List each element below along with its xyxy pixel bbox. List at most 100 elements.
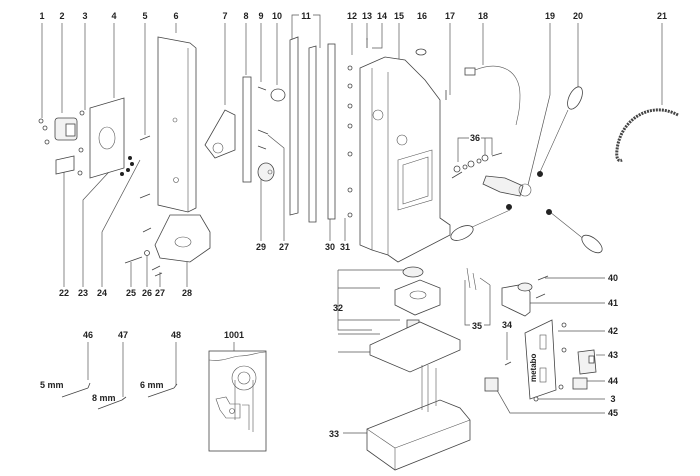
callout-5: 5 (142, 11, 147, 21)
callout-7: 7 (222, 11, 227, 21)
callout-22: 22 (59, 288, 69, 298)
hex-key-size-5mm: 5 mm (40, 380, 64, 390)
callout-42: 42 (608, 326, 618, 336)
part-35-brackets (466, 267, 491, 291)
callout-35: 35 (472, 321, 482, 331)
callout-1: 1 (39, 11, 44, 21)
callout-20: 20 (573, 11, 583, 21)
callout-43: 43 (608, 350, 618, 360)
callout-14: 14 (377, 11, 387, 21)
part-11-strip-a (289, 36, 299, 216)
callout-13: 13 (362, 11, 372, 21)
part-11-strip-b (308, 45, 317, 223)
callout-46: 46 (83, 330, 93, 340)
part-48-hex-key (147, 383, 178, 398)
part-30-gear-rack (327, 43, 336, 220)
part-21-safety-chain (615, 108, 679, 162)
callout-19: 19 (545, 11, 555, 21)
part-23-24-nuts (120, 156, 134, 176)
callout-28: 28 (182, 288, 192, 298)
part-28-bracket-base (154, 214, 211, 263)
part-15-main-housing (359, 56, 451, 263)
part-3-screw-b (533, 396, 539, 402)
part-22-label-plate (55, 155, 75, 175)
callout-48: 48 (171, 330, 181, 340)
callout-25: 25 (126, 288, 136, 298)
callout-8: 8 (243, 11, 248, 21)
part-16-nut (415, 48, 427, 56)
callout-47: 47 (118, 330, 128, 340)
callout-6: 6 (173, 11, 178, 21)
callout-1001: 1001 (224, 330, 244, 340)
callout-45: 45 (608, 408, 618, 418)
part-17-grommet (445, 90, 463, 179)
part-41-screw (535, 293, 546, 299)
callout-3: 3 (82, 11, 87, 21)
hex-key-size-6mm: 6 mm (140, 380, 164, 390)
part-9-screw (257, 86, 267, 91)
part-18-power-cord (464, 65, 521, 126)
callout-2: 2 (59, 11, 64, 21)
part-32-base-plate-assembly (369, 266, 461, 373)
part-42-screw-c (558, 384, 564, 390)
callout-11: 11 (301, 11, 311, 21)
callout-labels: 1 2 3 4 5 6 7 8 9 10 11 12 13 14 15 16 1… (39, 11, 667, 439)
callout-21: 21 (657, 11, 667, 21)
part-43-switch (577, 349, 597, 375)
callout-15: 15 (394, 11, 404, 21)
brand-logo-metabo: metabo (529, 353, 538, 382)
part-27-screw-d (154, 272, 163, 277)
part-10-washer (270, 88, 286, 102)
part-31-screws (347, 65, 353, 218)
callout-33: 33 (329, 429, 339, 439)
part-42-screw-b (561, 347, 567, 353)
callout-30: 30 (325, 242, 335, 252)
part-20-handles (450, 86, 603, 254)
part-1-screws (38, 118, 50, 145)
callout-31: 31 (340, 242, 350, 252)
part-25-screw (124, 256, 143, 264)
callout-41: 41 (608, 298, 618, 308)
part-6-column-plate (157, 36, 197, 213)
part-42-switch-plate: metabo (524, 319, 557, 400)
callout-44: 44 (608, 376, 618, 386)
callout-9: 9 (258, 11, 263, 21)
part-3-screws (77, 110, 85, 176)
part-44-switch (572, 377, 588, 390)
hex-key-size-8mm: 8 mm (92, 393, 116, 403)
part-29-knob (257, 162, 275, 182)
part-26-pin (144, 250, 150, 256)
callout-23: 23 (78, 288, 88, 298)
callout-4: 4 (111, 11, 116, 21)
part-19-hub (482, 175, 532, 197)
callout-12: 12 (347, 11, 357, 21)
callout-40: 40 (608, 273, 618, 283)
callout-27-a: 27 (155, 288, 165, 298)
part-45-connector (484, 377, 499, 392)
part-27-screw-c (151, 265, 161, 271)
part-5-screws (139, 135, 152, 233)
part-46-hex-key (61, 382, 91, 398)
part-27-screw (257, 129, 269, 135)
callout-27-b: 27 (279, 242, 289, 252)
part-40-screw (537, 275, 549, 281)
callout-24: 24 (97, 288, 107, 298)
callout-29: 29 (256, 242, 266, 252)
callout-3-b: 3 (610, 394, 615, 404)
part-33-base-block (366, 365, 471, 471)
leader-lines (41, 14, 663, 434)
part-36-washers (453, 152, 503, 173)
part-34-pin (504, 361, 512, 366)
callout-18: 18 (478, 11, 488, 21)
part-42-screw-a (561, 322, 567, 328)
part-41-clamp-bracket (501, 282, 533, 317)
callout-34: 34 (502, 320, 512, 330)
callout-26: 26 (142, 288, 152, 298)
callout-17: 17 (445, 11, 455, 21)
part-1001-wiring-diagram (208, 350, 267, 452)
part-27-screw-b (257, 145, 267, 150)
part-2-connector (54, 117, 78, 141)
parts: metabo (38, 36, 679, 471)
callout-36: 36 (470, 133, 480, 143)
